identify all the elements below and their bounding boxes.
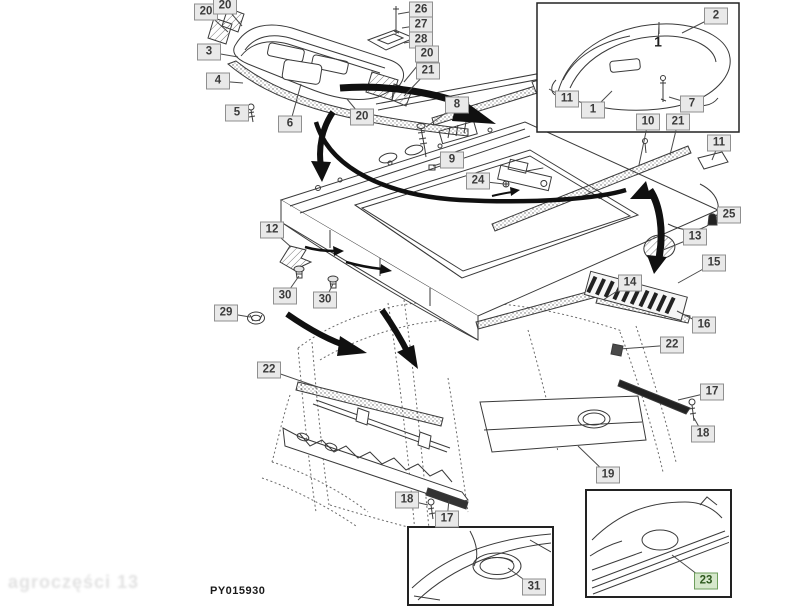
callout-17[interactable]: 17 [700, 383, 724, 401]
callout-8[interactable]: 8 [445, 96, 469, 114]
callout-7[interactable]: 7 [680, 95, 704, 113]
callout-22[interactable]: 22 [257, 361, 281, 379]
callout-5[interactable]: 5 [225, 104, 249, 122]
leader-line-1 [658, 24, 659, 43]
callout-2[interactable]: 2 [704, 7, 728, 25]
callout-22[interactable]: 22 [660, 336, 684, 354]
part-label-1: 1 [654, 33, 662, 50]
callout-20[interactable]: 20 [415, 45, 439, 63]
callout-15[interactable]: 15 [702, 254, 726, 272]
callout-25[interactable]: 25 [717, 206, 741, 224]
callout-9[interactable]: 9 [440, 151, 464, 169]
callout-18[interactable]: 18 [395, 491, 419, 509]
figure-code-label: PY015930 [210, 585, 266, 597]
inset-bottom-right-border [586, 490, 731, 597]
callout-12[interactable]: 12 [260, 221, 284, 239]
callout-29[interactable]: 29 [214, 304, 238, 322]
watermark: agroczęści 13 [8, 572, 140, 592]
callout-30[interactable]: 30 [313, 291, 337, 309]
callout-1[interactable]: 1 [581, 101, 605, 119]
callout-21[interactable]: 21 [416, 62, 440, 80]
callout-27[interactable]: 27 [409, 16, 433, 34]
callout-6[interactable]: 6 [278, 115, 302, 133]
callout-10[interactable]: 10 [636, 113, 660, 131]
callout-14[interactable]: 14 [618, 274, 642, 292]
callout-31[interactable]: 31 [522, 578, 546, 596]
inset-top-right [537, 3, 739, 132]
callout-24[interactable]: 24 [466, 172, 490, 190]
cab-frame-sketch [262, 300, 676, 556]
callout-11[interactable]: 11 [555, 90, 579, 108]
callout-16[interactable]: 16 [692, 316, 716, 334]
callout-21[interactable]: 21 [666, 113, 690, 131]
callout-20[interactable]: 20 [194, 3, 218, 21]
callout-17[interactable]: 17 [435, 510, 459, 528]
callout-4[interactable]: 4 [206, 72, 230, 90]
roof-frame-sketch [248, 121, 729, 340]
callout-23-selected[interactable]: 23 [694, 572, 718, 590]
callout-20[interactable]: 20 [213, 0, 237, 15]
callout-13[interactable]: 13 [683, 228, 707, 246]
callout-19[interactable]: 19 [596, 466, 620, 484]
callout-18[interactable]: 18 [691, 425, 715, 443]
callout-3[interactable]: 3 [197, 43, 221, 61]
cab-parts-sketch [283, 344, 696, 519]
callout-30[interactable]: 30 [273, 287, 297, 305]
callout-11[interactable]: 11 [707, 134, 731, 152]
callout-20[interactable]: 20 [350, 108, 374, 126]
inset-bottom-right [586, 490, 731, 597]
